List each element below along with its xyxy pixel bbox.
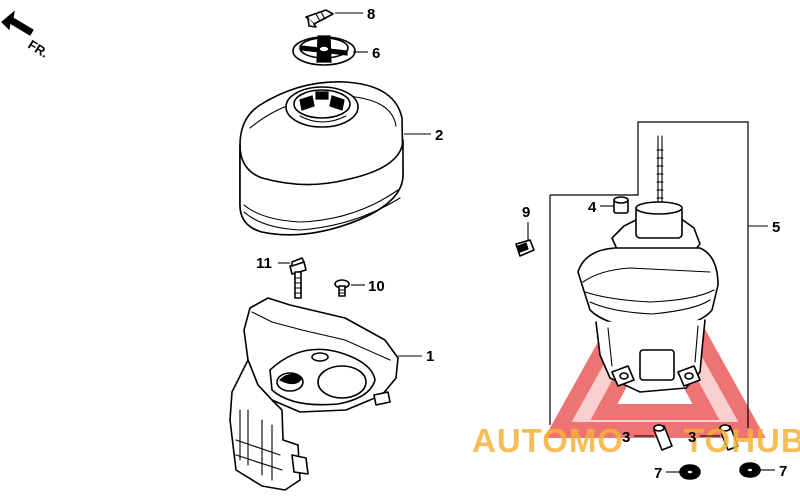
callout-8: 8 [367, 6, 375, 23]
assembly-bracket [549, 121, 749, 428]
arrow-icon [1, 10, 34, 36]
svg-text:AUTOMO: AUTOMO [472, 422, 624, 459]
front-direction-indicator: FR. [1, 10, 51, 61]
direction-label: FR. [25, 37, 51, 61]
callout-1: 1 [426, 348, 434, 365]
part-air-cleaner-cover [239, 81, 404, 236]
callout-11: 11 [256, 255, 272, 272]
watermark-text: AUTOMO TOHUB [472, 422, 800, 459]
callout-4: 4 [588, 199, 597, 216]
callout-3-left: 3 [622, 429, 630, 446]
callout-9: 9 [522, 204, 530, 221]
part-flange-nut-right [739, 462, 761, 478]
part-bracket [229, 297, 399, 491]
part-stud-bolt [289, 257, 307, 299]
callout-6: 6 [372, 45, 380, 62]
part-element-case [577, 135, 719, 393]
watermark-emblem-fill [558, 256, 752, 430]
part-dowel-pin-left [653, 424, 673, 451]
part-dowel-pin-right [719, 424, 739, 451]
leader-lines [278, 12, 775, 473]
callouts: 8 6 2 1 11 10 4 9 5 3 3 7 7 [256, 6, 787, 482]
part-collar [613, 196, 629, 214]
callout-2: 2 [435, 127, 443, 144]
callout-3-right: 3 [688, 429, 696, 446]
part-cover-nut [292, 35, 356, 66]
part-screw [334, 279, 350, 297]
callout-5: 5 [772, 219, 780, 236]
callout-10: 10 [368, 278, 385, 295]
callout-7-right: 7 [779, 463, 787, 480]
callout-7-left: 7 [654, 465, 662, 482]
part-grommet [515, 239, 535, 257]
part-flange-nut-left [679, 464, 701, 480]
part-clip [305, 9, 334, 28]
svg-text:TOHUB: TOHUB [684, 422, 800, 459]
